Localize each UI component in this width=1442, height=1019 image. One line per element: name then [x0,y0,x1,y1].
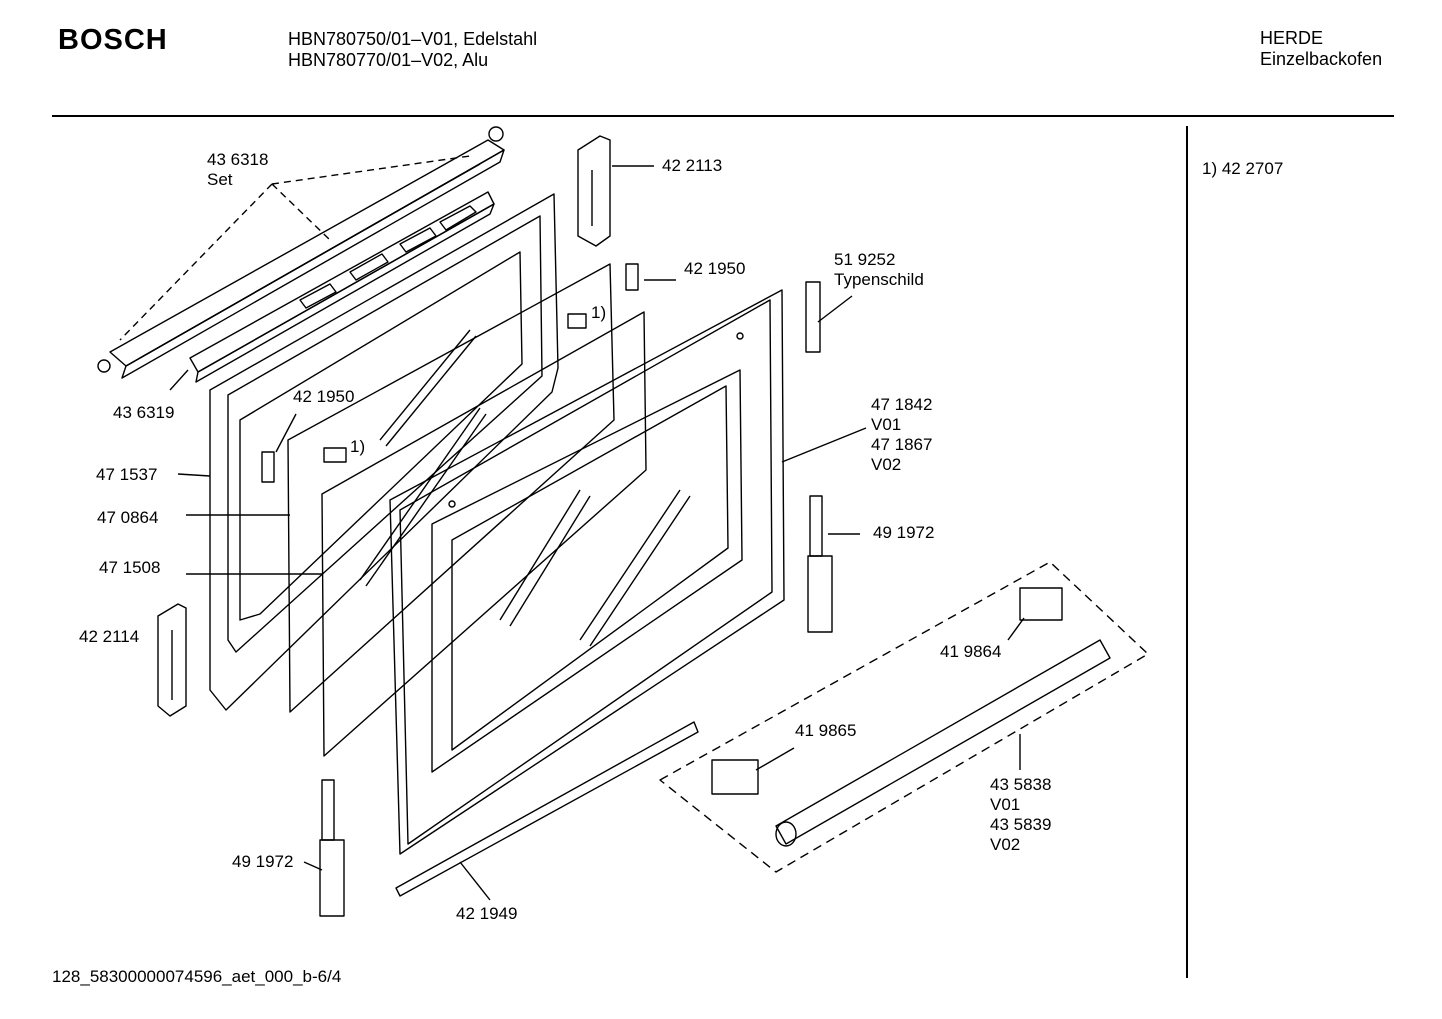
top-rail-part [97,126,505,379]
handle-end-cap-left [711,759,759,795]
part-note: Set [207,170,233,189]
bottom-seal [395,721,699,897]
part-number: 43 5838 [990,775,1052,794]
hinge-right [807,495,833,633]
part-label-intermediate-glass: 47 0864 [97,508,158,528]
part-label-handle-bar: 43 5838 V01 43 5839 V02 [990,775,1051,855]
part-number: 42 1950 [684,259,746,278]
model-line-1: HBN780750/01–V01, Edelstahl [288,29,538,49]
top-clip-right [577,135,611,247]
part-number: 42 1949 [456,904,518,923]
part-note: Typenschild [834,270,924,289]
part-label-clip-small-left: 42 1950 [293,387,354,407]
handle-set-outline [659,561,1149,873]
part-number: 42 2114 [79,627,140,646]
sidebar-footnote: 1) 42 2707 [1202,159,1284,178]
clip-small-left [261,451,275,483]
brand-logo: BOSCH [58,24,168,56]
part-label-outer-door: 47 1842 V01 47 1867 V02 [871,395,932,475]
part-label-end-cap-left: 41 9865 [795,721,856,741]
part-number: 43 5839 [990,815,1052,834]
leader-421949 [459,861,491,901]
inner-door-panel [209,193,559,711]
bracket-1-top [567,313,587,329]
part-label-hinge-left: 49 1972 [232,852,293,872]
part-label-set: 43 6318 Set [207,150,268,190]
handle-end-cap-right [1019,587,1063,621]
leader-419865 [755,747,795,771]
part-number: 47 1842 [871,395,933,414]
leader-421950-left [275,413,297,453]
part-note: V01 [990,795,1021,814]
rating-plate [805,281,821,353]
part-label-bottom-clip: 42 2114 [79,627,139,647]
part-number: 47 1508 [99,558,161,577]
footnote-marker-top: 1) [591,303,607,322]
footnote-marker-left: 1) [350,437,366,456]
part-note: V02 [990,835,1021,854]
leader-set [119,155,471,341]
leader-outer-door [781,427,867,463]
part-label-clip-small-top: 42 1950 [684,259,745,279]
model-line-2: HBN780770/01–V02, Alu [288,50,489,70]
document-id: 128_58300000074596_aet_000_b-6/4 [52,967,342,986]
part-label-hinge-right: 49 1972 [873,523,934,543]
leader-519252 [817,295,853,323]
leader-471537 [177,473,211,477]
part-label-bottom-seal: 42 1949 [456,904,517,924]
part-number: 43 6319 [113,403,175,422]
bracket-1-left [323,447,347,463]
part-label-top-clip: 42 2113 [662,156,722,176]
intermediate-glass [287,263,615,713]
leader-419864 [1007,617,1025,641]
part-label-inner-glass: 47 1508 [99,558,160,578]
part-label-vent-frame: 43 6319 [113,403,174,423]
part-number: 42 2113 [662,156,723,175]
hinge-left [319,779,345,917]
leader-436319 [169,369,189,391]
leader-491972-left [303,861,323,871]
part-number: 47 0864 [97,508,159,527]
part-label-rating-plate: 51 9252 Typenschild [834,250,924,290]
part-number: 42 1950 [293,387,355,406]
part-number: 49 1972 [232,852,294,871]
category-line-1: HERDE [1260,28,1324,48]
part-number: 41 9864 [940,642,1002,661]
part-number: 51 9252 [834,250,896,269]
clip-small-top [625,263,639,291]
part-note: V01 [871,415,902,434]
outer-door [389,289,785,855]
bottom-clip-left [157,603,187,717]
part-note: V02 [871,455,902,474]
part-label-end-cap-right: 41 9864 [940,642,1001,662]
inner-glass [321,311,647,757]
part-number: 49 1972 [873,523,935,542]
door-handle-bar [775,639,1111,847]
part-number: 41 9865 [795,721,857,740]
category-line-2: Einzelbackofen [1260,49,1383,69]
part-number: 43 6318 [207,150,269,169]
part-number: 47 1537 [96,465,158,484]
part-number: 47 1867 [871,435,933,454]
part-label-inner-door: 47 1537 [96,465,157,485]
vent-frame-part [189,191,495,383]
